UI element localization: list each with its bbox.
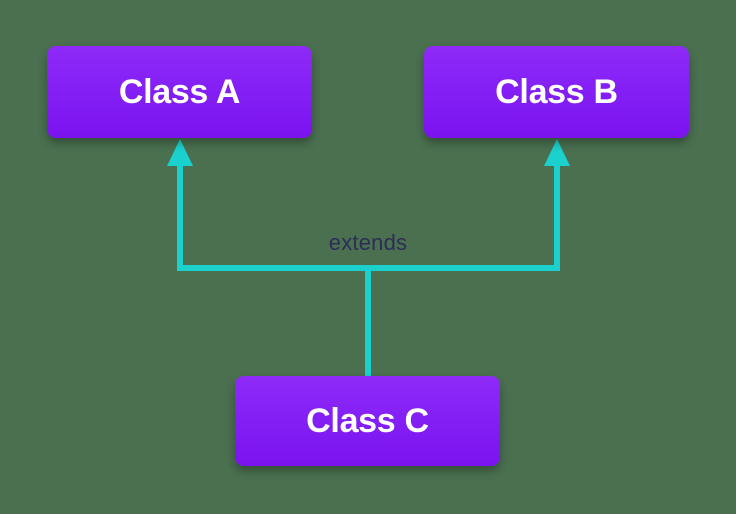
class-node-class-b[interactable]: Class B [424, 46, 689, 138]
arrowhead-class-a-icon [167, 139, 193, 166]
class-node-class-a[interactable]: Class A [47, 46, 312, 138]
class-node-label: Class B [495, 73, 618, 111]
class-node-class-c[interactable]: Class C [235, 376, 500, 466]
class-node-label: Class C [306, 402, 429, 440]
arrowhead-class-b-icon [544, 139, 570, 166]
class-node-label: Class A [118, 73, 241, 111]
